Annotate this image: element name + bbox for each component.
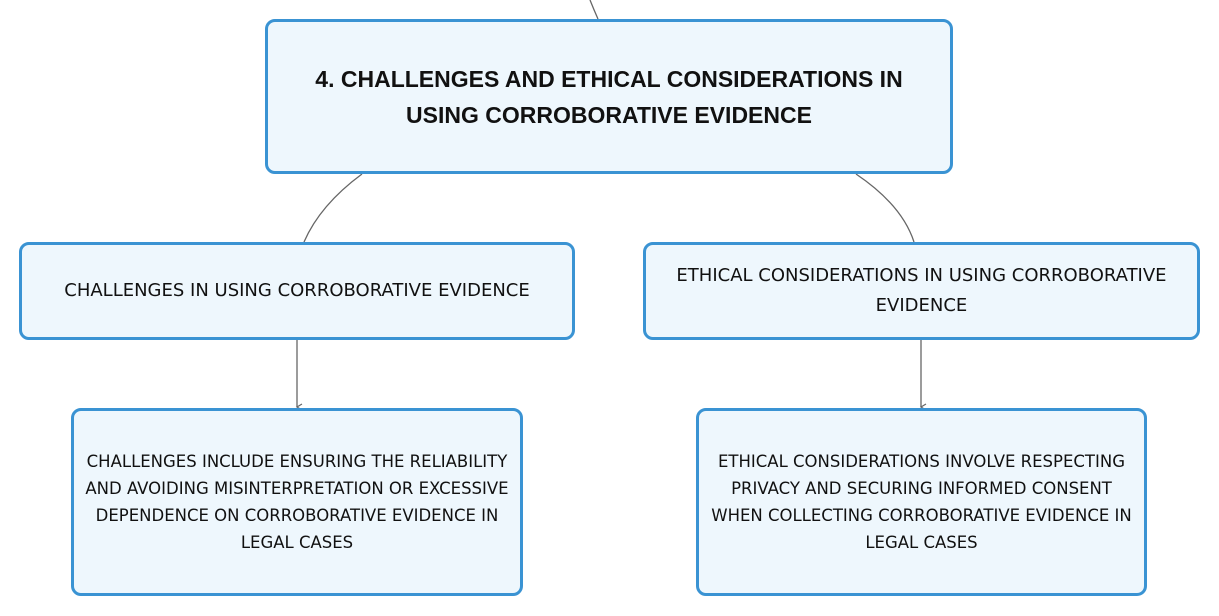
ethics-branch-node[interactable]: ETHICAL CONSIDERATIONS IN USING CORROBOR… [643,242,1200,340]
connector-parent-to-root [589,0,599,20]
challenges-detail-text: CHALLENGES INCLUDE ENSURING THE RELIABIL… [85,452,509,552]
root-topic-text: 4. CHALLENGES AND ETHICAL CONSIDERATIONS… [315,65,903,128]
connector-root-to-ethics [855,173,915,243]
challenges-branch-node[interactable]: CHALLENGES IN USING CORROBORATIVE EVIDEN… [19,242,575,340]
challenges-detail-node[interactable]: CHALLENGES INCLUDE ENSURING THE RELIABIL… [71,408,523,596]
ethics-detail-node[interactable]: ETHICAL CONSIDERATIONS INVOLVE RESPECTIN… [696,408,1147,596]
ethics-branch-title: ETHICAL CONSIDERATIONS IN USING CORROBOR… [676,265,1167,316]
ethics-detail-text: ETHICAL CONSIDERATIONS INVOLVE RESPECTIN… [711,452,1132,552]
root-topic-node[interactable]: 4. CHALLENGES AND ETHICAL CONSIDERATIONS… [265,19,953,174]
connector-root-to-challenges [303,173,363,243]
challenges-branch-title: CHALLENGES IN USING CORROBORATIVE EVIDEN… [64,280,530,301]
